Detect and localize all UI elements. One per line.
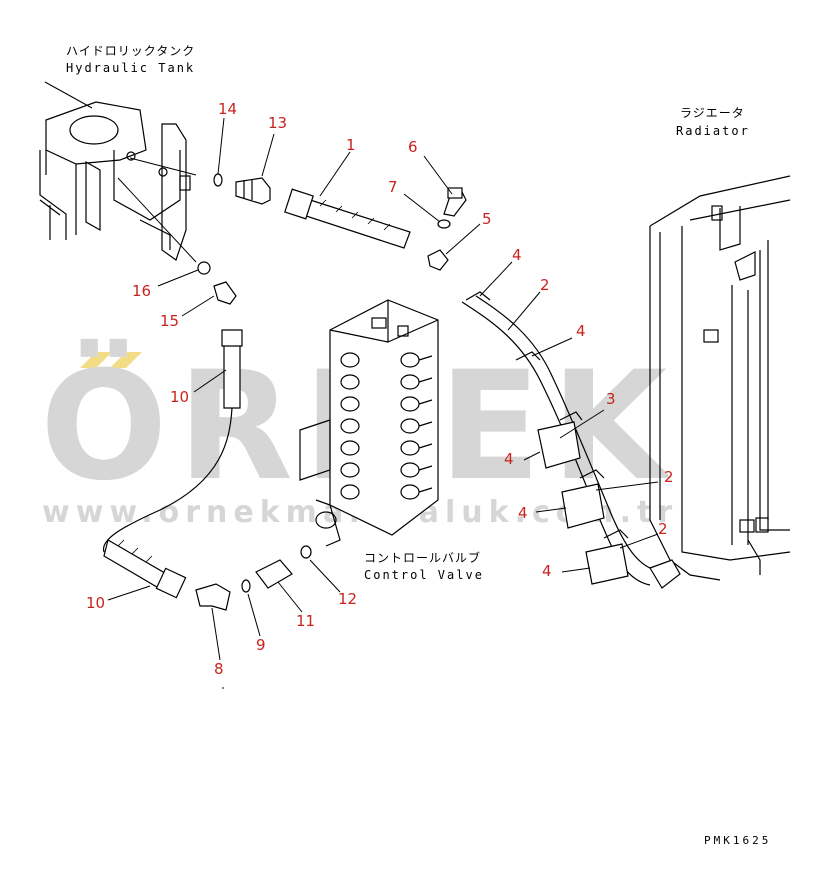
drawing-code: PMK1625 [704, 834, 771, 847]
radiator-label-en: Radiator [676, 124, 750, 138]
washer-7 [437, 219, 451, 229]
hose-1 [284, 188, 411, 249]
control-valve-drawing [299, 299, 439, 547]
o-ring-12 [300, 545, 312, 559]
hydraulic-tank-drawing [39, 81, 197, 263]
bolt-6 [443, 187, 467, 217]
sleeve-2b [585, 543, 629, 585]
callout-3: 3 [606, 390, 616, 408]
callout-2: 2 [658, 520, 668, 538]
callout-10: 10 [170, 388, 189, 406]
callout-6: 6 [408, 138, 418, 156]
callout-4: 4 [518, 504, 528, 522]
o-ring-9 [241, 579, 251, 593]
leader-lines [107, 117, 659, 661]
hose-10 [102, 329, 243, 599]
hydraulic-tank-label-en: Hydraulic Tank [66, 61, 195, 75]
control-valve-label-jp: コントロールバルブ [364, 550, 481, 565]
callout-14: 14 [218, 100, 237, 118]
hydraulic-tank-label-jp: ハイドロリックタンク [66, 44, 195, 58]
elbow-8 [195, 583, 231, 611]
radiator-drawing [649, 175, 791, 581]
callout-15: 15 [160, 312, 179, 330]
sleeve-2a [561, 483, 605, 529]
watermark-accent-mark [80, 352, 112, 368]
callout-11: 11 [296, 612, 315, 630]
callout-9: 9 [256, 636, 266, 654]
elbow-15 [213, 281, 237, 305]
callout-5: 5 [482, 210, 492, 228]
adapter-11 [255, 559, 293, 589]
control-valve-label-en: Control Valve [364, 568, 484, 582]
control-valve-spools [340, 352, 433, 500]
callout-4: 4 [576, 322, 586, 340]
watermark-accent-mark [110, 352, 142, 368]
o-ring-14 [213, 173, 223, 187]
callout-13: 13 [268, 114, 287, 132]
callout-numbers: 1 2 2 2 3 4 4 4 4 4 5 6 7 8 9 10 10 11 1… [86, 100, 674, 678]
callout-12: 12 [338, 590, 357, 608]
fitting-13 [235, 177, 271, 205]
callout-4: 4 [512, 246, 522, 264]
callout-7: 7 [388, 178, 398, 196]
band-clips [465, 291, 629, 539]
callout-2: 2 [664, 468, 674, 486]
callout-1: 1 [346, 136, 356, 154]
plug-16 [197, 261, 211, 275]
callout-8: 8 [214, 660, 224, 678]
radiator-label-jp: ラジエータ [680, 106, 745, 120]
callout-4: 4 [542, 562, 552, 580]
callout-16: 16 [132, 282, 151, 300]
callout-4: 4 [504, 450, 514, 468]
callout-2: 2 [540, 276, 550, 294]
callout-10: 10 [86, 594, 105, 612]
clamp-5 [427, 249, 449, 271]
sleeve-3 [537, 421, 581, 469]
